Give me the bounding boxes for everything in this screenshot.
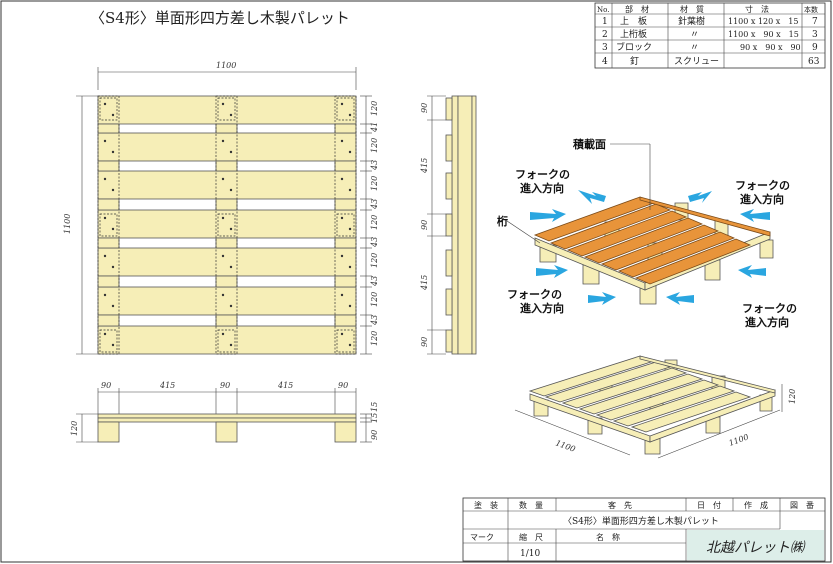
parts-row-2-size: 1100 x 90 x 15 bbox=[728, 30, 799, 39]
tb-h-scale: 縮 尺 bbox=[519, 532, 543, 542]
tb-h-name: 名 称 bbox=[596, 532, 620, 542]
parts-row-2-material: 〃 bbox=[690, 30, 699, 40]
dim-front-block-h: 90 bbox=[370, 430, 379, 440]
fork-arrow-top-left bbox=[578, 190, 606, 204]
dim-front-deck-1: 15 bbox=[370, 402, 379, 412]
fork-arrow-bottom-left bbox=[588, 292, 616, 305]
dim-board-2: 120 bbox=[370, 138, 379, 153]
parts-row-1-material: 針葉樹 bbox=[678, 15, 705, 27]
tb-h-customer: 客 先 bbox=[608, 500, 632, 510]
iso-view-dimensioned: 1100 1100 120 bbox=[514, 355, 797, 459]
dim-side-span-1: 415 bbox=[420, 158, 429, 174]
label-fork-tl-2: 進入方向 bbox=[520, 181, 564, 195]
parts-row-2-part: 上桁板 bbox=[620, 28, 647, 40]
label-fork-br-1: フォークの bbox=[742, 302, 797, 315]
tb-h-qty: 数 量 bbox=[519, 500, 543, 510]
dim-top-width: 1100 bbox=[216, 61, 236, 70]
dim-side-block-1: 90 bbox=[420, 103, 429, 113]
tb-h-date: 日 付 bbox=[697, 500, 721, 510]
dim-board-1: 120 bbox=[370, 101, 379, 116]
parts-header-no: No. bbox=[597, 6, 609, 14]
parts-header-part: 部 材 bbox=[625, 4, 649, 14]
label-fork-bl-2: 進入方向 bbox=[520, 301, 564, 315]
dim-board-3: 120 bbox=[370, 176, 379, 191]
parts-row-2-count: 3 bbox=[812, 30, 818, 40]
dim-front-block-3: 90 bbox=[338, 381, 348, 390]
tb-company: 北越パレット㈱ bbox=[706, 540, 806, 556]
dim-front-span-2: 415 bbox=[277, 381, 293, 390]
parts-row-3-size: 90 x 90 x 90 bbox=[740, 43, 801, 52]
parts-row-3-count: 9 bbox=[812, 43, 818, 53]
parts-table: No. 部 材 材 質 寸 法 本数 1 上 板 針葉樹 1100 x 120 … bbox=[594, 2, 826, 69]
dim-front-deck-2: 15 bbox=[370, 413, 379, 423]
label-fork-br-2: 進入方向 bbox=[745, 315, 789, 329]
dim-board-6: 120 bbox=[370, 292, 379, 307]
label-fork-tl-1: フォークの bbox=[515, 168, 570, 181]
tb-h-mark: マーク bbox=[470, 533, 494, 542]
tb-scale-value: 1/10 bbox=[520, 549, 540, 559]
parts-row-4-no: 4 bbox=[602, 57, 608, 67]
parts-row-3-material: 〃 bbox=[690, 43, 699, 53]
dim-gap-4: 43 bbox=[370, 237, 379, 248]
dim-left-height: 1100 bbox=[63, 214, 72, 234]
label-fork-tr-1: フォークの bbox=[735, 179, 790, 192]
parts-row-1-count: 7 bbox=[812, 17, 818, 27]
dim-iso-width: 1100 bbox=[554, 438, 576, 453]
dim-gap-5: 43 bbox=[370, 276, 379, 287]
dim-front-height: 120 bbox=[70, 421, 79, 436]
parts-header-size: 寸 法 bbox=[745, 4, 769, 14]
dim-board-4: 120 bbox=[370, 215, 379, 230]
iso-view-fork-entry: 積載面 フォークの 進入方向 フォークの 進入方向 桁 フォークの 進入方向 フ… bbox=[497, 137, 797, 329]
side-view: 90 415 90 415 90 bbox=[420, 95, 477, 355]
fork-arrow-right-lower bbox=[738, 265, 766, 278]
parts-row-3-part: ブロック bbox=[616, 41, 652, 53]
dim-gap-6: 43 bbox=[370, 315, 379, 326]
dim-gap-1: 41 bbox=[370, 122, 379, 133]
drawing-title: 〈S4形〉単面形四方差し木製パレット bbox=[90, 9, 350, 27]
parts-row-1-part: 上 板 bbox=[620, 15, 647, 27]
dim-side-block-2: 90 bbox=[420, 220, 429, 230]
label-deck-surface: 積載面 bbox=[572, 137, 606, 151]
parts-row-4-material: スクリュー bbox=[674, 56, 719, 67]
tb-product-name: 〈S4形〉単面形四方差し木製パレット bbox=[563, 515, 719, 527]
tb-h-author: 作 成 bbox=[744, 500, 768, 510]
dim-front-span-1: 415 bbox=[159, 381, 175, 390]
parts-row-2-no: 2 bbox=[602, 30, 608, 40]
dim-side-block-3: 90 bbox=[420, 337, 429, 347]
parts-row-4-count: 63 bbox=[808, 57, 820, 67]
dim-board-5: 120 bbox=[370, 253, 379, 268]
parts-row-4-part: 釘 bbox=[630, 55, 639, 67]
title-block: 塗 装 数 量 客 先 日 付 作 成 図 番 〈S4形〉単面形四方差し木製パレ… bbox=[462, 497, 826, 562]
dim-iso-height: 120 bbox=[788, 389, 797, 404]
parts-row-1-size: 1100 x 120 x 15 bbox=[728, 17, 798, 26]
parts-row-3-no: 3 bbox=[602, 43, 608, 53]
dim-gap-2: 43 bbox=[370, 160, 379, 171]
label-fork-bl-1: フォークの bbox=[507, 288, 562, 301]
dim-iso-depth: 1100 bbox=[728, 432, 750, 447]
tb-h-drawing-no: 図 番 bbox=[790, 500, 814, 510]
fork-arrow-right bbox=[740, 209, 770, 222]
parts-row-1-no: 1 bbox=[602, 17, 608, 27]
dim-front-block-1: 90 bbox=[101, 381, 111, 390]
label-stringer: 桁 bbox=[497, 214, 508, 228]
parts-header-material: 材 質 bbox=[680, 4, 704, 14]
label-fork-tr-2: 進入方向 bbox=[740, 192, 784, 206]
dim-side-span-2: 415 bbox=[420, 275, 429, 291]
plan-view: 1100 1100 bbox=[63, 61, 379, 355]
fork-arrow-left bbox=[536, 265, 568, 278]
fork-arrow-bottom-right bbox=[666, 292, 694, 305]
fork-arrow-stringer bbox=[530, 209, 566, 222]
dim-board-7: 120 bbox=[370, 331, 379, 346]
dim-gap-3: 43 bbox=[370, 199, 379, 210]
parts-header-count: 本数 bbox=[804, 5, 818, 14]
tb-h-paint: 塗 装 bbox=[474, 500, 498, 510]
dim-front-block-2: 90 bbox=[220, 381, 230, 390]
fork-arrow-top-right bbox=[688, 191, 712, 203]
front-view: 90 415 90 415 90 120 15 15 90 bbox=[70, 381, 379, 443]
